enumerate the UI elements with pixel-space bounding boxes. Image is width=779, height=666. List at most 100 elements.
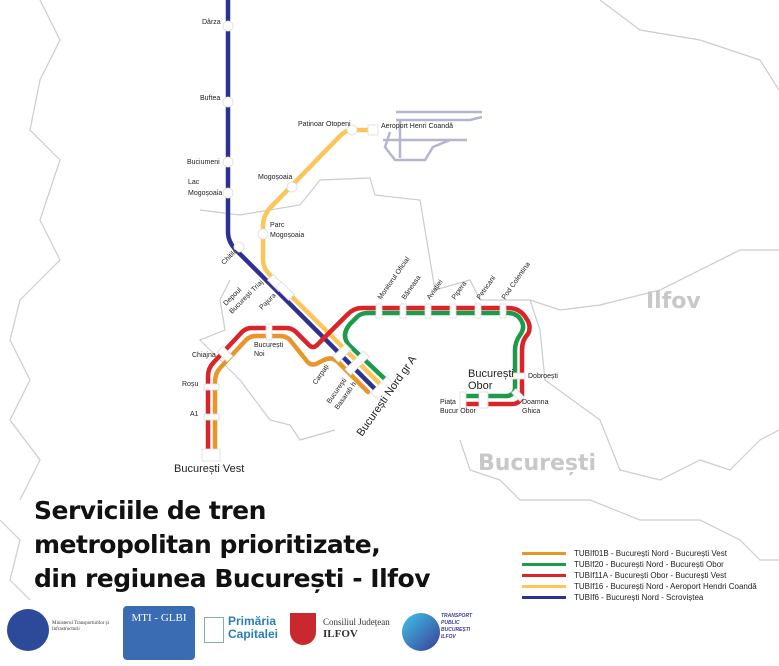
label-darza: Dârza [202, 19, 221, 26]
label-rosu: Roșu [182, 381, 198, 388]
label-obor-2: Obor [468, 380, 493, 392]
line-tubif16 [260, 127, 387, 391]
legend-swatch [522, 552, 566, 555]
legend-swatch [522, 585, 566, 588]
title-line-3: din regiunea București - Ilfov [34, 564, 431, 593]
cj-text-2: ILFOV [323, 628, 358, 640]
region-bucuresti: București [478, 451, 596, 476]
label-bucnoi-1: București [254, 342, 284, 349]
legend-swatch [522, 563, 566, 566]
station-doamna-ghica[interactable] [511, 388, 525, 402]
line-tubif6 [225, 0, 379, 393]
station-petricani[interactable] [474, 303, 482, 319]
label-aeroport: Aeroport Henri Coandă [381, 123, 453, 130]
station-a1[interactable] [203, 413, 220, 421]
label-carpati: Carpați [312, 363, 331, 386]
line-tubif11a [205, 305, 532, 455]
station-aeroport[interactable] [367, 124, 379, 136]
station-bucuresti-nord[interactable] [370, 376, 396, 402]
station-lac-mogosoaia[interactable] [222, 187, 234, 199]
label-parc-2: Mogoșoaia [270, 232, 304, 239]
label-mogosoaia: Mogoșoaia [258, 174, 292, 181]
station-buciumeni[interactable] [222, 156, 234, 168]
cj-text-1: Consiliul Județean [323, 617, 390, 627]
station-aviatiei[interactable] [424, 303, 432, 319]
legend-item: TUBIf16 - București Nord - Aeroport Hend… [522, 581, 757, 592]
administrative-borders [0, 0, 779, 601]
label-patinoar: Patinoar Otopeni [298, 121, 351, 128]
label-baneasa: Băneasa [401, 274, 423, 301]
legend-label: TUBIf20 - București Nord - București Obo… [574, 560, 724, 569]
station-piata-bucur-obor[interactable] [459, 391, 467, 409]
stations [201, 20, 526, 462]
label-dobroesti: Dobroești [528, 373, 558, 380]
label-bucnoi-2: Noi [254, 351, 265, 358]
region-ilfov: Ilfov [646, 289, 701, 314]
station-bucuresti-noi[interactable] [265, 323, 273, 341]
label-obor-1: București [468, 368, 514, 380]
station-pipera[interactable] [449, 303, 457, 319]
label-piata-1: Piața [440, 399, 456, 406]
label-a1: A1 [190, 411, 199, 418]
station-chiajna[interactable] [216, 345, 234, 363]
legend-item: TUBIf20 - București Nord - București Obo… [522, 559, 757, 570]
label-doamna-2: Ghica [522, 408, 540, 415]
legend: TUBIf01B - București Nord - București Ve… [522, 548, 757, 603]
label-petricani: Petricani [476, 274, 498, 301]
map-title: Serviciile de tren metropolitan prioriti… [34, 494, 431, 596]
mti-glbi-logo: MTI - GLBI [123, 606, 195, 660]
station-pod-colentina[interactable] [499, 303, 507, 319]
legend-label: TUBIf16 - București Nord - Aeroport Hend… [574, 582, 757, 591]
legend-label: TUBIf01B - București Nord - București Ve… [574, 549, 727, 558]
primaria-text-2: Capitalei [228, 627, 279, 641]
label-buciumeni: Buciumeni [187, 159, 220, 166]
station-baneasa[interactable] [399, 303, 407, 319]
station-mogosoaia[interactable] [286, 181, 298, 193]
label-parc-1: Parc [270, 222, 285, 229]
station-chitila[interactable] [233, 241, 245, 253]
station-patinoar-otopeni[interactable] [346, 124, 358, 136]
tpbi-logo-icon [402, 613, 440, 651]
station-darza[interactable] [222, 20, 234, 32]
station-bucuresti-obor[interactable] [478, 391, 489, 409]
legend-item: TUBIf6 - București Nord - Scroviștea [522, 592, 757, 603]
station-carpati[interactable] [332, 343, 352, 363]
legend-label: TUBIf11A - București Obor - București Ve… [574, 571, 727, 580]
station-basarab[interactable] [344, 350, 370, 376]
airport-runways [383, 110, 483, 162]
partner-logos: Ministerul Transporturilor și Infrastruc… [0, 603, 480, 663]
line-tubif01b [212, 333, 371, 455]
label-chitila: Chitila [220, 248, 239, 267]
primaria-text-1: Primăria [228, 614, 277, 628]
title-line-1: Serviciile de tren [34, 496, 266, 525]
label-aviatiei: Aviației [426, 278, 445, 301]
primaria-icon [204, 617, 224, 643]
label-lac-1: Lac [188, 179, 200, 186]
label-pajura: Pajura [258, 292, 277, 311]
label-pod-colentina: Pod Colentina [501, 261, 532, 301]
government-seal-logo [7, 609, 49, 651]
legend-swatch [522, 596, 566, 599]
station-buftea[interactable] [222, 96, 234, 108]
line-tubif20 [342, 310, 526, 399]
label-doamna-1: Doamna [522, 399, 549, 406]
station-rosu[interactable] [203, 383, 220, 391]
mti-logo-text: Ministerul Transporturilor și Infrastruc… [52, 621, 109, 632]
label-piata-2: Bucur Obor [440, 408, 476, 415]
station-monitorul[interactable] [375, 303, 383, 319]
tpbi-logo-text: TRANSPORT PUBLIC BUCUREȘTI ILFOV [441, 613, 473, 640]
label-chiajna: Chiajna [192, 352, 216, 359]
legend-item: TUBIf01B - București Nord - București Ve… [522, 548, 757, 559]
station-pajura[interactable] [275, 281, 295, 301]
glbi-text: MTI - GLBI [131, 612, 187, 624]
legend-swatch [522, 574, 566, 577]
station-parc-mogosoaia[interactable] [257, 228, 269, 240]
legend-item: TUBIf11A - București Obor - București Ve… [522, 570, 757, 581]
title-line-2: metropolitan prioritizate, [34, 530, 381, 559]
label-buftea: Buftea [200, 95, 220, 102]
station-bucuresti-vest[interactable] [201, 448, 221, 462]
station-dobroesti[interactable] [510, 372, 526, 380]
